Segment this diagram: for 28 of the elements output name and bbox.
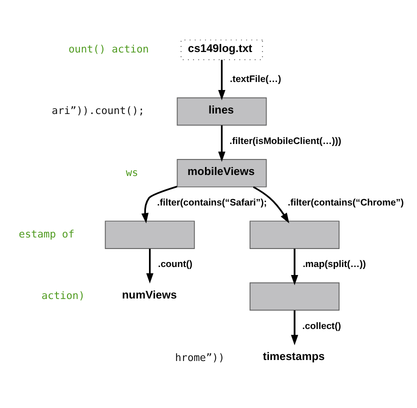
label: hrome”)) [175,352,225,364]
edge-label: .textFile(…) [230,73,282,84]
node-box [250,282,340,311]
node-box [104,220,195,249]
arrow [218,60,226,100]
label: action) [41,290,85,302]
label: ws [126,166,138,179]
arrow [290,310,298,346]
edge-label: .collect() [302,320,341,331]
edge-label: .filter(isMobileClient(…))) [229,134,342,146]
node-text: numViews [122,290,177,302]
arrow [218,125,226,162]
edge-label: .map(split(…)) [302,258,366,270]
label: ari”)).count(); [52,105,144,118]
label: estamp of [18,228,74,240]
edge-label: .filter(contains(“Chrome”) [288,196,404,208]
arrow [290,248,298,286]
node-box: cs149log.txt [180,40,263,60]
arrow [141,186,178,224]
node-text: timestamps [262,351,325,364]
arrow [252,186,290,224]
edge-label: .count() [158,258,192,270]
node-box: mobileViews [176,159,267,188]
node-box [250,220,340,249]
node-box: lines [176,97,267,126]
arrow [146,248,154,284]
edge-label: .filter(contains(“Safari”); [157,196,267,208]
label: ount() action [68,43,149,56]
